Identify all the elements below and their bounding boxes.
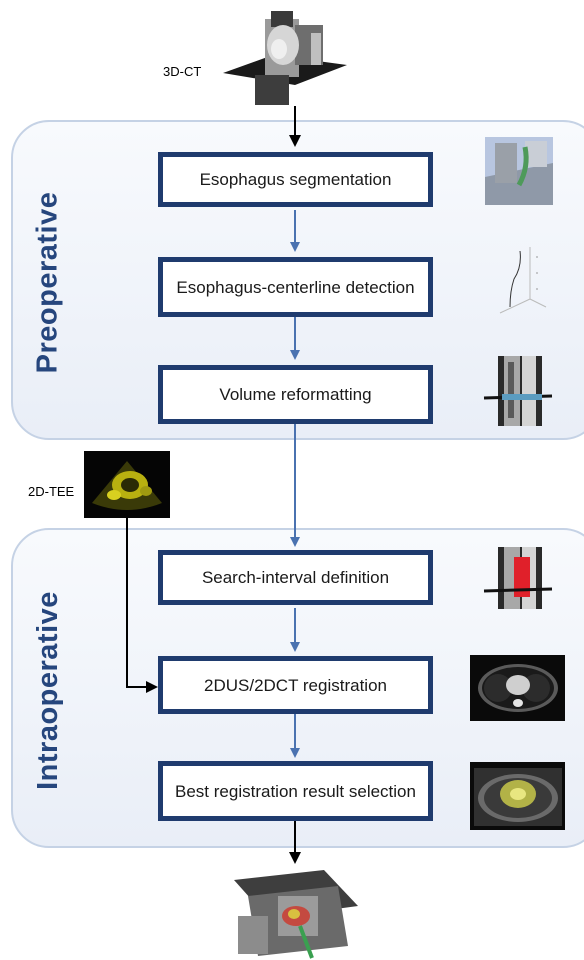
step-volume-reformatting-label: Volume reformatting	[219, 385, 372, 404]
segmentation-image	[485, 137, 553, 205]
step-search-interval-label: Search-interval definition	[201, 568, 390, 587]
step-registration-label: 2DUS/2DCT registration	[204, 675, 387, 695]
step-centerline-detection: Esophagus-centerline detection	[158, 257, 433, 317]
ct-slice-image	[470, 655, 565, 721]
ct-input-label: 3D-CT	[163, 64, 202, 79]
step-volume-reformatting: Volume reformatting	[158, 365, 433, 424]
arrow-tee-to-registration	[126, 515, 158, 693]
step-esophagus-segmentation-label: Esophagus segmentation	[199, 170, 392, 189]
output-volume-image	[234, 870, 358, 959]
centerline-plot-image	[499, 247, 547, 314]
tee-image	[84, 451, 170, 518]
step-best-result-label: Best registration result selection	[175, 781, 416, 801]
search-interval-image	[483, 547, 553, 609]
step-registration: 2DUS/2DCT registration	[158, 656, 433, 714]
step-best-result: Best registration result selection	[158, 761, 433, 821]
step-esophagus-segmentation: Esophagus segmentation	[158, 152, 433, 207]
step-centerline-detection-label: Esophagus-centerline detection	[176, 277, 415, 297]
registration-result-image	[470, 762, 565, 830]
tee-input-label: 2D-TEE	[28, 484, 75, 499]
ct-volume-image	[223, 11, 347, 105]
step-search-interval: Search-interval definition	[158, 550, 433, 605]
reformatted-volume-image	[483, 356, 553, 426]
